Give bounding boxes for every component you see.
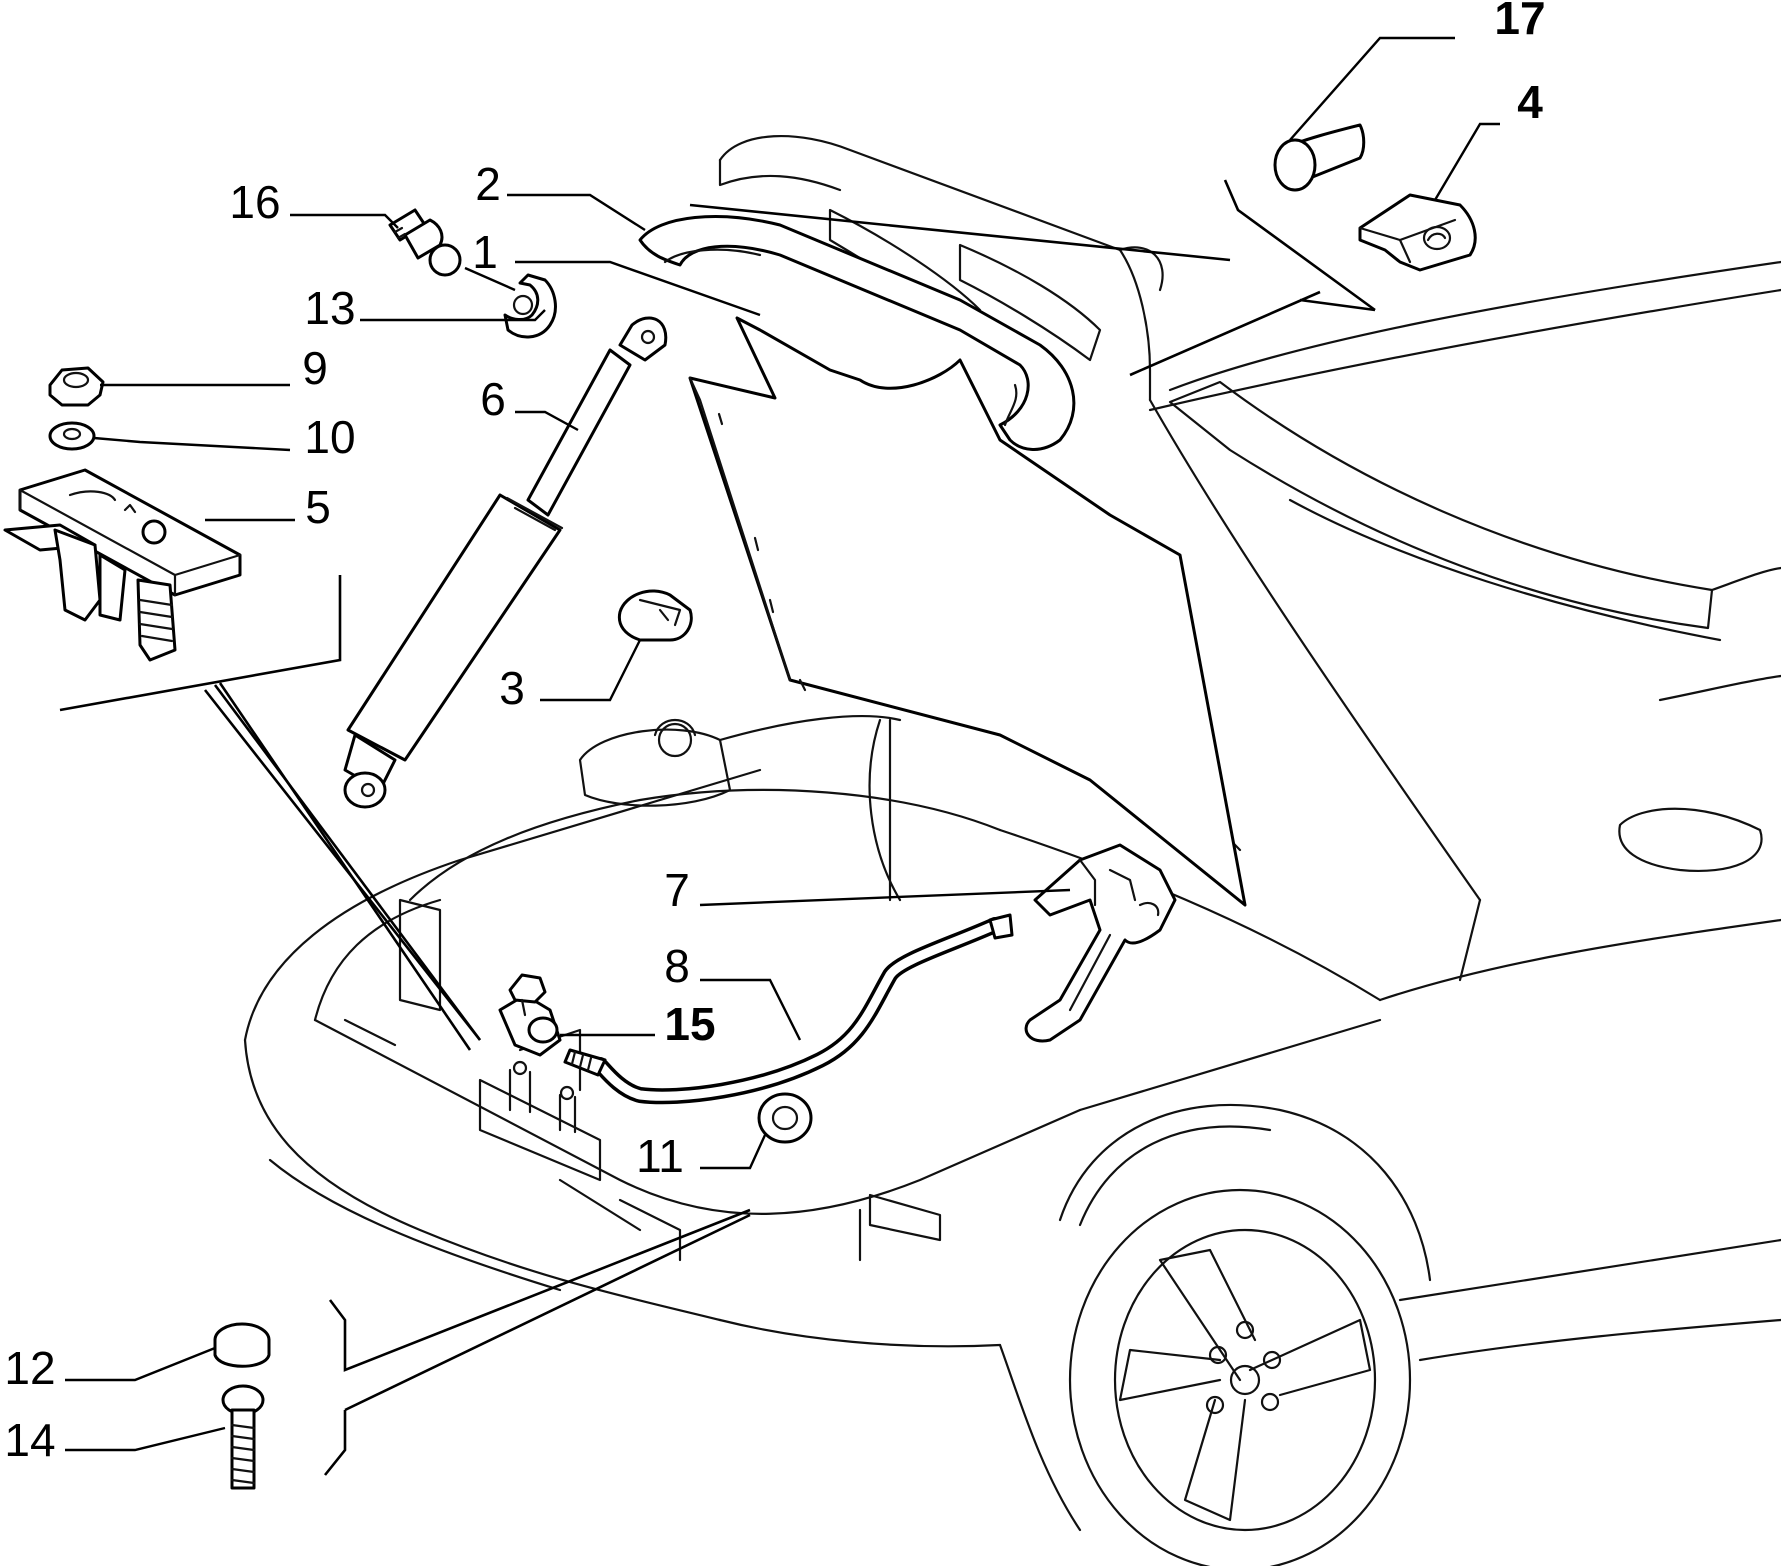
part-3-plug	[617, 589, 693, 642]
part-1-hood-insulation	[688, 316, 1247, 907]
assembly-lines	[59, 179, 1376, 1476]
part-8-release-cable	[563, 913, 1014, 1105]
part-13-clip	[503, 273, 557, 339]
latch-mount-studs	[508, 1060, 577, 1134]
callout-numbers: 17 4 2 16 1 13 9 6 10 5 3 7 8 15 11 12 1…	[4, 0, 1545, 1466]
part-6-gas-strut	[343, 316, 668, 809]
callout-3: 3	[499, 662, 525, 714]
callout-9: 9	[302, 342, 328, 394]
part-9-nut	[48, 366, 105, 407]
callout-13: 13	[304, 282, 355, 334]
part-16-adjuster	[388, 208, 462, 277]
callout-15: 15	[664, 998, 715, 1050]
callout-11: 11	[636, 1130, 684, 1182]
leader-lines	[65, 36, 1500, 1452]
callout-16: 16	[229, 176, 280, 228]
callout-7: 7	[664, 864, 690, 916]
part-12-cap	[213, 1322, 271, 1368]
part-17-bump-stop	[1273, 123, 1366, 192]
callout-8: 8	[664, 940, 690, 992]
callout-2: 2	[475, 158, 501, 210]
part-7-release-lever	[1024, 843, 1177, 1043]
callout-5: 5	[305, 481, 331, 533]
part-14-bolt	[221, 1384, 265, 1490]
part-5-hood-latch	[3, 468, 242, 662]
part-4-bracket	[1358, 193, 1477, 272]
callout-10: 10	[304, 411, 355, 463]
callout-14: 14	[4, 1414, 55, 1466]
part-11-grommet	[757, 1092, 813, 1144]
callout-1: 1	[472, 226, 498, 278]
callout-4: 4	[1517, 76, 1543, 128]
car-body-outline	[243, 134, 1781, 1566]
callout-12: 12	[4, 1342, 55, 1394]
callout-17: 17	[1494, 0, 1545, 44]
part-2-hood-seal	[638, 215, 1076, 451]
callout-6: 6	[480, 373, 506, 425]
part-15-cable-clamp	[498, 973, 562, 1057]
part-10-washer	[48, 421, 96, 451]
